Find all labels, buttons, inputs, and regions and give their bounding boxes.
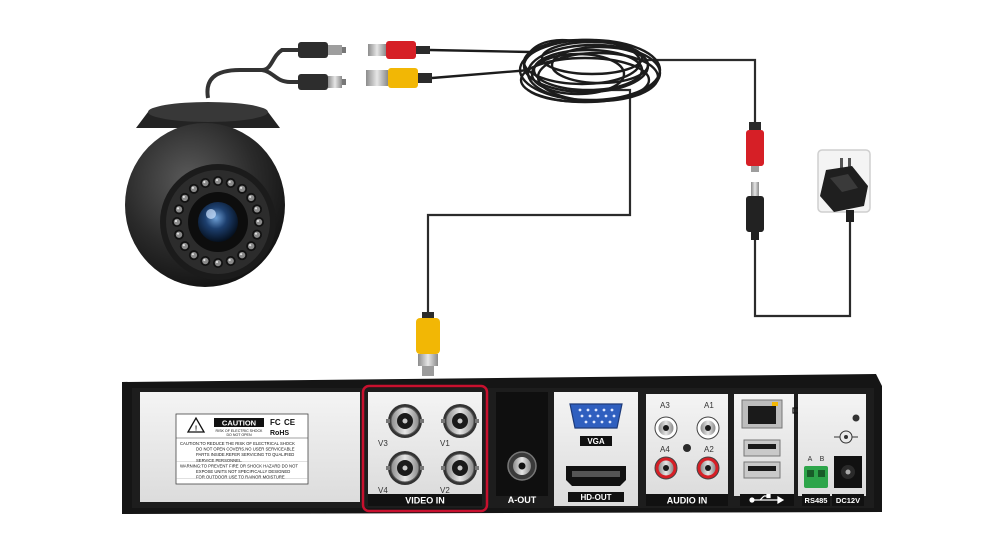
ir-led [237, 184, 247, 194]
caution-sub2: DO NOT OPEN [226, 433, 251, 437]
ir-led [174, 204, 184, 214]
extension-dc-plug [368, 41, 430, 59]
video-channel-label: V4 [378, 486, 388, 495]
rca-port-a3[interactable] [655, 417, 677, 439]
dome-camera [125, 102, 285, 287]
ir-led [213, 258, 223, 268]
extension-bnc-plug [366, 68, 432, 88]
ir-led [200, 256, 210, 266]
caution-sticker: ! CAUTION RISK OF ELECTRIC SHOCK DO NOT … [140, 392, 360, 502]
ir-led [252, 230, 262, 240]
audio-screw [683, 444, 691, 452]
ir-led [254, 217, 264, 227]
ir-led [174, 230, 184, 240]
caution-title: CAUTION [222, 419, 256, 428]
audio-out-panel: A-OUT [496, 392, 548, 505]
audio-channel-label: A4 [660, 445, 670, 454]
ir-led [180, 193, 190, 203]
ir-led [246, 193, 256, 203]
ir-led [246, 241, 256, 251]
cable-coil [430, 40, 660, 102]
a-out-label: A-OUT [508, 495, 537, 505]
ir-led [172, 217, 182, 227]
audio-channel-label: A1 [704, 401, 714, 410]
power-male-plug [746, 182, 764, 240]
camera-bnc-plug [298, 74, 346, 90]
warning-line: EXPOSE UNITS NOT SPECIFICALLY DESIGNED [196, 469, 290, 474]
camera-lens [198, 202, 238, 242]
fcc-mark: FC [270, 418, 281, 427]
ir-led [226, 178, 236, 188]
video-channel-label: V3 [378, 439, 388, 448]
dvr-bnc-plug [416, 312, 440, 376]
ground-screw [853, 415, 860, 422]
warning-line: SERVICE PERSONNEL. [196, 458, 242, 463]
rs485-pin-b: B [820, 456, 825, 463]
camera-pigtail-branch [262, 70, 300, 82]
power-wire-upper [640, 60, 755, 128]
ir-led [189, 184, 199, 194]
video-channel-label: V1 [440, 439, 450, 448]
hd-out-label: HD-OUT [580, 493, 611, 502]
video-wire [428, 90, 630, 318]
vga-label: VGA [587, 437, 605, 446]
dc12v-label: DC12V [836, 496, 860, 505]
ir-led [237, 250, 247, 260]
ir-led [252, 204, 262, 214]
ir-led [180, 241, 190, 251]
camera-dc-plug [298, 42, 346, 58]
ir-led [226, 256, 236, 266]
ir-led [189, 250, 199, 260]
power-wire-lower [755, 222, 850, 316]
warning-line: WARNING:TO PREVENT FIRE OR SHOCK HAZARD … [180, 463, 298, 468]
power-panel: A B RS485 DC12V [798, 394, 866, 506]
rs485-pin-a: A [808, 456, 813, 463]
power-female-connector [746, 122, 764, 172]
rca-port-a2[interactable] [697, 457, 719, 479]
warning-line: CAUTION:TO REDUCE THE RISK OF ELECTRICAL… [180, 441, 295, 446]
audio-channel-label: A2 [704, 445, 714, 454]
rca-port-a1[interactable] [697, 417, 719, 439]
video-in-label: VIDEO IN [405, 496, 445, 506]
svg-text:!: ! [195, 426, 197, 433]
warning-line: FOR OUTDOOR USE TO RAINOR MOISTURE [196, 475, 285, 480]
audio-channel-label: A3 [660, 401, 670, 410]
audio-in-label: AUDIO IN [667, 496, 708, 506]
warning-line: DO NOT OPEN COVERS.NO USER SERVICEABLE [196, 447, 295, 452]
ir-led [213, 176, 223, 186]
rca-port-a4[interactable] [655, 457, 677, 479]
camera-pigtail [207, 50, 300, 98]
video-channel-label: V2 [440, 486, 450, 495]
ir-led [200, 178, 210, 188]
ce-mark: CE [284, 418, 296, 427]
rohs-mark: RoHS [270, 430, 289, 437]
rs485-label: RS485 [805, 496, 828, 505]
video-out-panel: VGA HD-OUT [554, 392, 638, 506]
warning-line: PARTS INSIDE.REFER SERVICING TO QUALIFIE… [196, 452, 294, 457]
